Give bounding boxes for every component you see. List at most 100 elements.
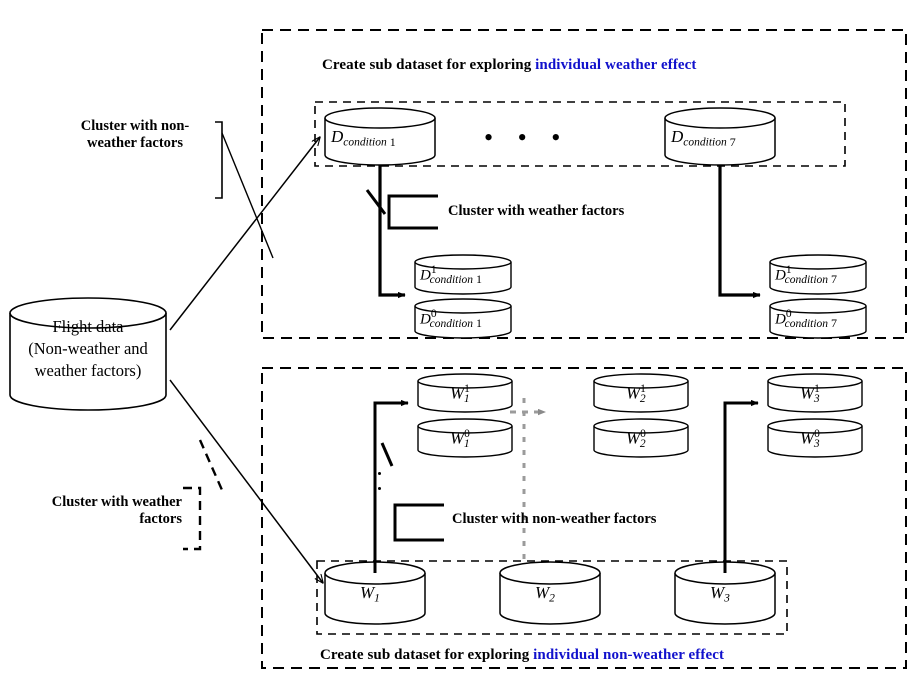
cylinder-w1-sup1 [417, 373, 513, 413]
w-sup: 0 [814, 428, 820, 440]
bottom-caption-black: Create sub dataset for exploring [320, 647, 534, 663]
label-w3: W3 [710, 583, 730, 605]
cylinder-d-condition-1 [324, 107, 436, 166]
bottom-panel-caption: Create sub dataset for exploring individ… [320, 647, 724, 664]
d-index: 7 [729, 134, 736, 149]
callout-weather-line2: factors [139, 510, 182, 527]
label-d1-condition-1: D1condition 1 [420, 264, 482, 287]
d-letter: D [671, 127, 684, 146]
flight-data-label: Flight data (Non-weather and weather fac… [8, 316, 168, 381]
label-w3-sup1: W13 [800, 383, 820, 405]
bottom-caption-blue: individual non-weather effect [533, 647, 725, 663]
d-letter: D [420, 267, 431, 284]
w-sub: 3 [813, 437, 820, 450]
d-sup: 0 [785, 308, 792, 320]
d-index: 1 [476, 316, 483, 331]
d-index: 1 [389, 134, 396, 149]
cylinder-w1-sup0 [417, 418, 513, 458]
bottom-inner-dashed-box [316, 560, 788, 635]
d-sub: condition [429, 273, 474, 286]
cylinder-d1-condition-1 [414, 254, 512, 295]
d-sub: condition [784, 317, 829, 330]
w-letter: W [800, 383, 815, 403]
w-sup: 1 [640, 383, 646, 395]
bottom-panel-border [261, 367, 907, 669]
callout-non-weather-line2: weather factors [87, 134, 183, 151]
callout-leader-weather-factors [365, 189, 387, 215]
callout-bracket-weather-factors [387, 194, 438, 230]
vertical-ellipsis-dot-2 [378, 487, 381, 490]
d-letter: D [775, 267, 786, 284]
top-inner-dashed-box [314, 101, 846, 167]
d-index: 1 [476, 272, 483, 287]
connector-w3-to-children [723, 399, 759, 573]
cylinder-d1-condition-7 [769, 254, 867, 295]
w-sup: 1 [464, 383, 470, 395]
callout-weather-line1: Cluster with weather [51, 494, 182, 510]
label-w1-sup1: W11 [450, 383, 470, 405]
label-w2: W2 [535, 583, 555, 605]
d-letter: D [331, 127, 344, 146]
label-w2-sup0: W02 [626, 428, 646, 450]
connector-dcond1-to-children [378, 165, 406, 299]
w-letter: W [710, 583, 725, 602]
callout-non-weather-line1: Cluster with non- [80, 118, 190, 134]
callout-bracket-non-weather-factors [393, 503, 444, 542]
w-letter: W [800, 428, 815, 448]
w-sup: 0 [640, 428, 646, 440]
label-d-condition-1: Dcondition 1 [331, 127, 396, 150]
vertical-ellipsis-dot-1 [378, 472, 381, 475]
label-w3-sup0: W03 [800, 428, 820, 450]
w-sub: 1 [463, 437, 470, 450]
flight-data-line1: Flight data [52, 317, 124, 336]
flight-data-line2: (Non-weather and [28, 338, 148, 358]
callout-label-cluster-non-weather: Cluster with non- weather factors [55, 118, 215, 151]
d-sub: condition [683, 136, 727, 149]
cylinder-w3-sup1 [767, 373, 863, 413]
w-letter: W [626, 383, 641, 403]
label-w1: W1 [360, 583, 380, 605]
cylinder-w3 [674, 561, 776, 625]
w-sup: 0 [464, 428, 470, 440]
w-sup: 1 [814, 383, 820, 395]
label-w1-sup0: W01 [450, 428, 470, 450]
callout-bracket-left-upper [215, 121, 223, 199]
label-d0-condition-1: D0condition 1 [420, 308, 482, 331]
label-d1-condition-7: D1condition 7 [775, 264, 837, 287]
label-w2-sup1: W12 [626, 383, 646, 405]
top-panel-caption: Create sub dataset for exploring individ… [322, 57, 697, 74]
w-sub: 2 [639, 392, 646, 405]
cylinder-w3-sup0 [767, 418, 863, 458]
w-letter: W [360, 583, 375, 602]
w-sub: 3 [813, 392, 820, 405]
w-letter: W [535, 583, 550, 602]
cylinder-d0-condition-1 [414, 298, 512, 339]
d-sup: 0 [430, 308, 437, 320]
w-letter: W [450, 383, 465, 403]
cylinder-d-condition-7 [664, 107, 776, 166]
arrow-source-to-bottom [169, 379, 323, 583]
d-sub: condition [343, 136, 387, 149]
d-index: 7 [831, 316, 838, 331]
arrow-source-to-top [169, 137, 320, 331]
callout-leader-non-weather-factors [380, 442, 394, 467]
d-sup: 1 [785, 264, 792, 276]
label-cluster-with-weather-factors: Cluster with weather factors [448, 203, 625, 219]
flight-data-line3: weather factors) [34, 360, 142, 380]
w-letter: W [450, 428, 465, 448]
cylinder-w2-sup1 [593, 373, 689, 413]
top-caption-black: Create sub dataset for exploring [322, 57, 536, 73]
w-sub: 2 [549, 592, 555, 605]
callout-bracket-left-lower [183, 486, 202, 551]
callout-leader-left-upper [221, 132, 274, 259]
d-sub: condition [784, 273, 829, 286]
cylinder-w2 [499, 561, 601, 625]
callout-leader-left-lower [198, 439, 224, 491]
d-sup: 1 [430, 264, 437, 276]
w-sub: 3 [724, 592, 730, 605]
connector-w1-to-children [373, 399, 409, 573]
w-sub: 1 [463, 392, 470, 405]
top-panel-border [261, 29, 907, 339]
